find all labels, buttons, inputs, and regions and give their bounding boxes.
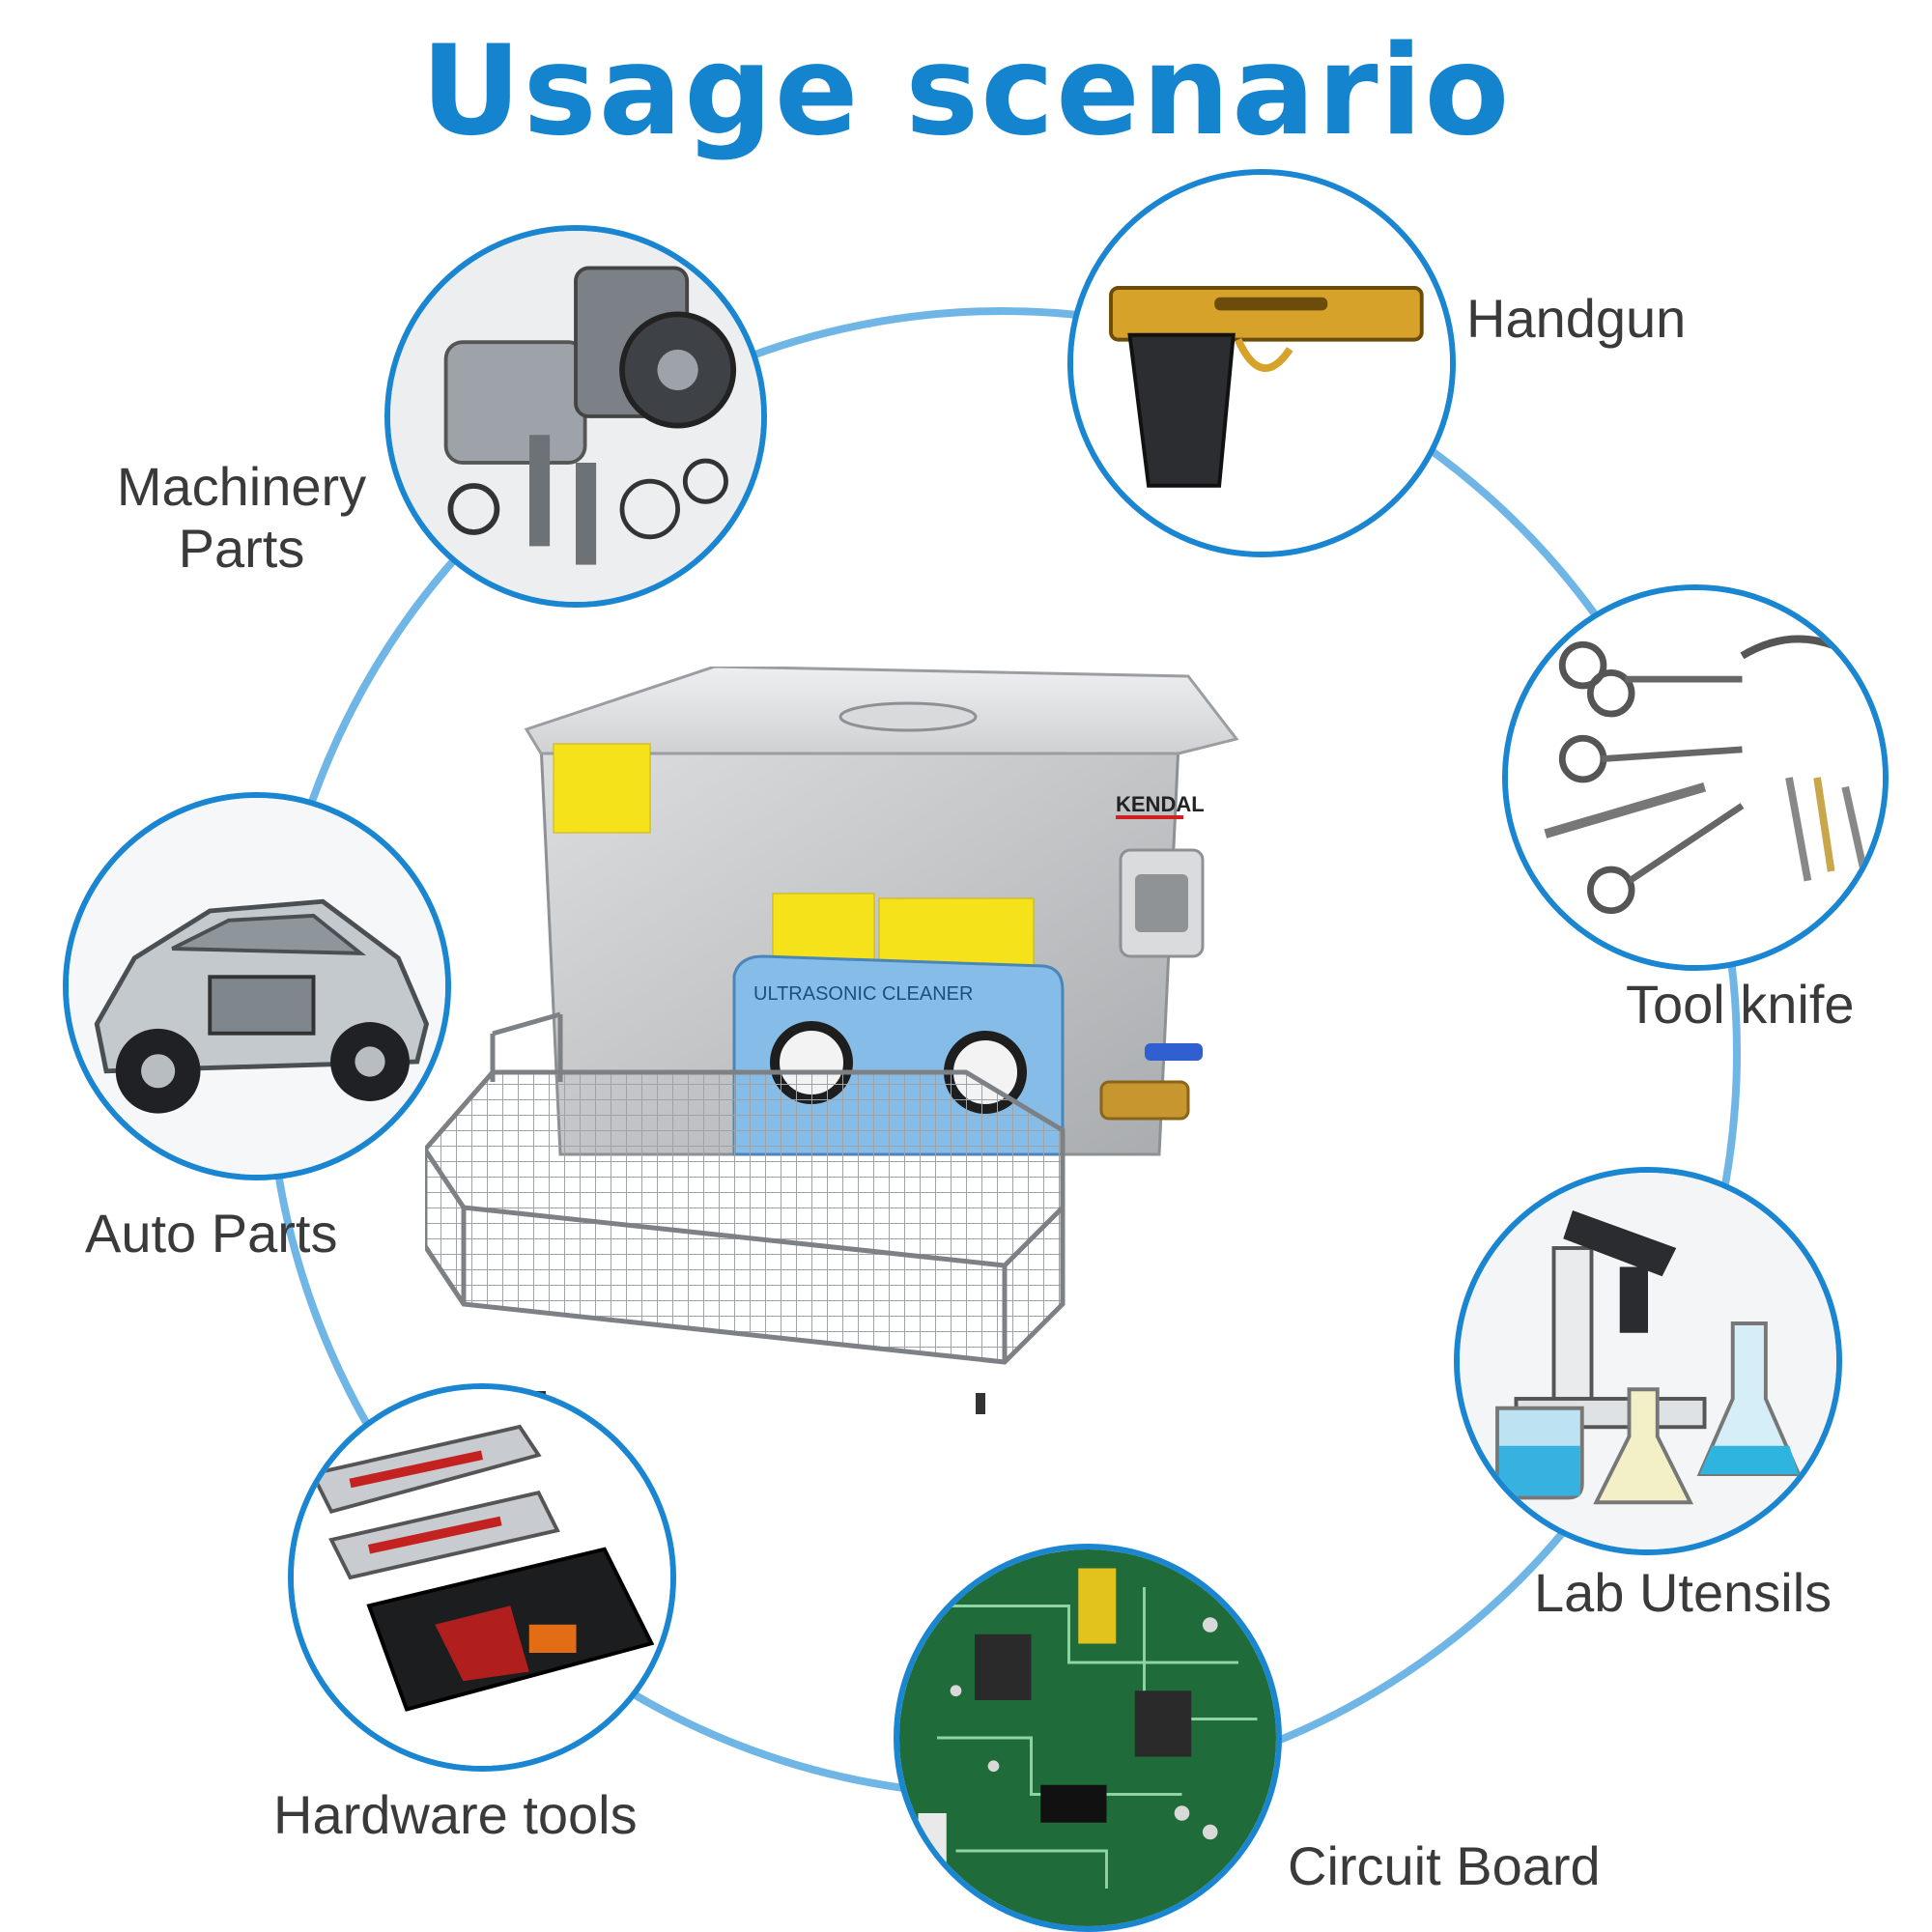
handgun-icon: [1073, 175, 1450, 552]
machinery-label-line1: Machinery: [116, 456, 367, 517]
auto-parts-label: Auto Parts: [85, 1203, 338, 1264]
tool-knife-label: Tool knife: [1626, 974, 1855, 1035]
handgun-label: Handgun: [1466, 288, 1687, 349]
microscope-flask-icon: [1460, 1173, 1836, 1549]
toolbox-icon: [294, 1389, 670, 1766]
machinery-parts-label: Machinery Parts: [97, 456, 386, 580]
lab-utensils-bubble: [1454, 1167, 1842, 1555]
tool-knife-bubble: [1502, 584, 1889, 971]
panel-label: ULTRASONIC CLEANER: [753, 983, 973, 1005]
hardware-tools-label: Hardware tools: [273, 1784, 638, 1845]
car-chassis-icon: [69, 798, 445, 1175]
page-title: Usage scenario: [420, 19, 1512, 163]
handgun-bubble: [1067, 169, 1456, 557]
scissors-tools-icon: [1508, 590, 1883, 965]
engine-parts-icon: [390, 231, 761, 602]
auto-parts-bubble: [63, 792, 451, 1180]
circuit-board-icon: [899, 1549, 1276, 1926]
circuit-board-label: Circuit Board: [1288, 1835, 1601, 1896]
brand-label: KENDAL: [1116, 792, 1205, 816]
circuit-board-bubble: [894, 1544, 1282, 1932]
ultrasonic-cleaner-image: KENDAL ULTRASONIC CLEANER: [425, 667, 1294, 1420]
hardware-tools-bubble: [288, 1383, 676, 1772]
machinery-parts-bubble: [384, 225, 767, 608]
lab-utensils-label: Lab Utensils: [1534, 1562, 1833, 1623]
machinery-label-line2: Parts: [178, 518, 305, 579]
